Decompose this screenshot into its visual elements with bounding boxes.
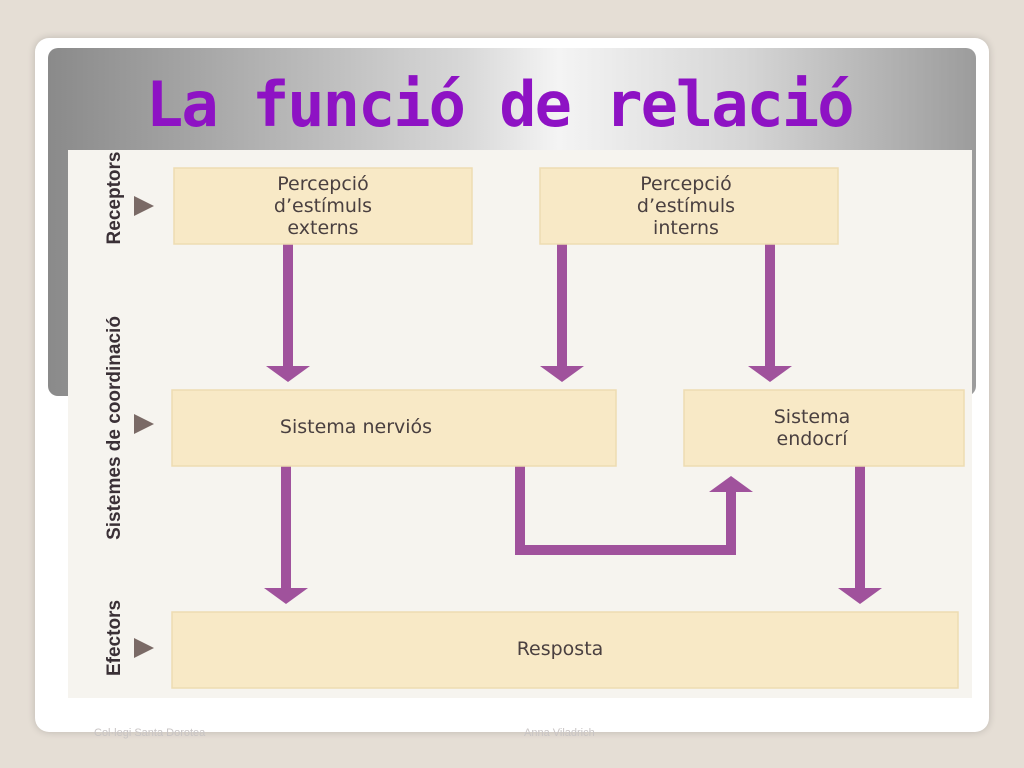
footer-author: Anna Viladrich xyxy=(524,727,595,739)
arrow-nervous-to-endocrine xyxy=(515,466,736,555)
box-response: Resposta xyxy=(171,611,959,689)
arrow-external-to-nervous-head xyxy=(266,366,310,382)
arrow-nervous-to-endocrine-head xyxy=(709,476,753,492)
box-internal-line-2: d’estímuls xyxy=(637,195,735,217)
box-internal-perception: Percepció d’estímuls interns xyxy=(539,167,839,245)
diagram-canvas: Receptors Sistemes de coordinació Efecto… xyxy=(104,152,965,689)
box-nervous-system: Sistema nerviós xyxy=(171,389,617,467)
row-label-effectors: Efectors xyxy=(104,600,125,676)
relation-function-diagram: Receptors Sistemes de coordinació Efecto… xyxy=(68,150,972,698)
box-internal-line-3: interns xyxy=(653,217,719,239)
footer-school: Col·legi Santa Dorotea xyxy=(94,727,206,739)
row-label-coordination: Sistemes de coordinació xyxy=(104,316,125,540)
coordination-pointer-icon xyxy=(134,414,154,434)
box-internal-line-1: Percepció xyxy=(640,173,731,195)
connector-arrows xyxy=(264,244,882,604)
arrow-internal-to-nervous-head xyxy=(540,366,584,382)
slide-title: La funció de relació xyxy=(146,68,855,141)
arrow-internal-to-endocrine-head xyxy=(748,366,792,382)
box-response-label: Resposta xyxy=(517,638,604,660)
arrow-nervous-to-response-head xyxy=(264,588,308,604)
receptors-pointer-icon xyxy=(134,196,154,216)
row-label-receptors: Receptors xyxy=(104,152,125,245)
box-nervous-label: Sistema nerviós xyxy=(280,416,432,438)
arrow-endocrine-to-response-head xyxy=(838,588,882,604)
box-external-line-1: Percepció xyxy=(277,173,368,195)
box-endocrine-system: Sistema endocrí xyxy=(683,389,965,467)
box-endocrine-line-2: endocrí xyxy=(777,428,849,450)
box-external-line-2: d’estímuls xyxy=(274,195,372,217)
effectors-pointer-icon xyxy=(134,638,154,658)
box-endocrine-line-1: Sistema xyxy=(774,406,851,428)
box-external-perception: Percepció d’estímuls externs xyxy=(173,167,473,245)
box-external-line-3: externs xyxy=(287,217,358,239)
